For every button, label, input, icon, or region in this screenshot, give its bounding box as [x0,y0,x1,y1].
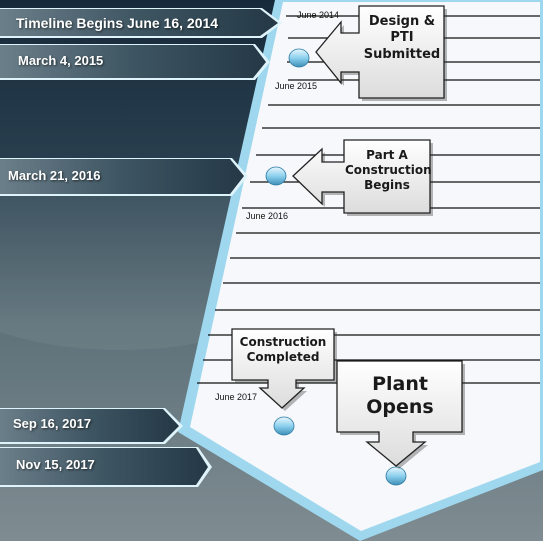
banner-label-sep-2017: Sep 16, 2017 [13,416,92,431]
banner-march-2015 [0,44,270,80]
milestone-bead-2015 [288,48,310,68]
banner-sep-2017 [0,408,183,444]
banner-label-march-2016: March 21, 2016 [8,168,101,183]
year-mark-2017: June 2017 [215,392,258,402]
milestone-bead-nov-2017 [385,466,407,486]
callout-plant-opens [336,360,465,469]
callout-label-part-a: Part A Construction Begins [345,148,432,192]
banner-label-nov-2017: Nov 15, 2017 [16,457,95,472]
callout-construction-completed [231,328,337,411]
banner-nov-2017 [0,447,212,487]
callout-label-design-pti: Design & PTI Submitted [363,14,441,62]
banner-label-march-2015: March 4, 2015 [18,53,104,68]
milestone-bead-2016 [265,166,287,186]
callout-part-a [292,139,433,216]
banner-march-2016 [0,158,248,196]
callout-design-pti [315,5,447,101]
milestone-bead-sep-2017 [273,416,295,436]
year-mark-2014: June 2014 [297,10,340,20]
year-mark-2015: June 2015 [275,81,318,91]
callout-label-construction-completed: Construction Completed [239,335,327,364]
banner-label-timeline-begins: Timeline Begins June 16, 2014 [16,15,219,31]
callout-label-plant-opens: Plant Opens [366,373,434,418]
banner-timeline-begins [0,8,282,38]
year-mark-2016: June 2016 [246,211,289,221]
